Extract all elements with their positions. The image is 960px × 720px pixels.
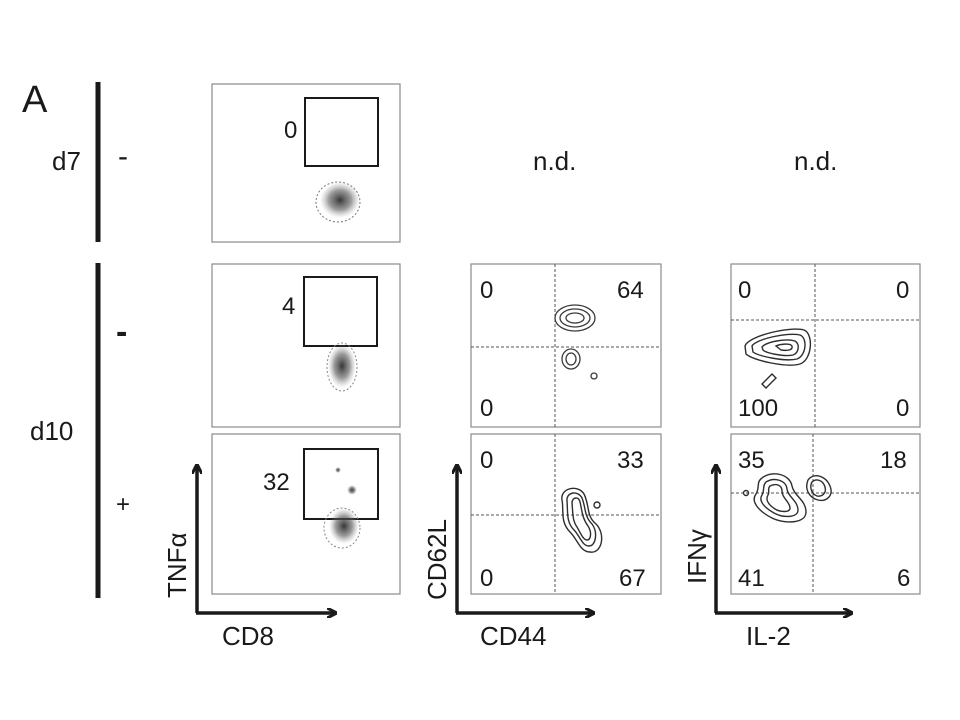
y-axis-label: CD62L xyxy=(422,519,452,600)
axes-cd62l-cd44: CD62L CD44 xyxy=(422,466,593,651)
contour-population xyxy=(744,328,811,389)
density-cloud xyxy=(329,508,359,544)
contour-population xyxy=(554,304,598,380)
plot-cd62l-cd44-d10-plus: 0 33 0 67 xyxy=(470,433,662,595)
quadrant-top-right: 18 xyxy=(880,447,907,474)
plot-frame xyxy=(470,263,662,428)
panel-label: A xyxy=(22,79,48,121)
x-axis-label: CD44 xyxy=(480,621,546,651)
quadrant-bottom-right: 6 xyxy=(897,565,910,592)
quadrant-bottom-left: 0 xyxy=(480,565,493,592)
quadrant-top-right: 0 xyxy=(896,277,909,304)
quadrant-top-left: 0 xyxy=(480,277,493,304)
quadrant-top-left: 35 xyxy=(738,447,765,474)
x-axis-label: CD8 xyxy=(222,621,274,651)
plot-tnfa-cd8-d10-minus: 4 xyxy=(211,263,401,428)
density-cloud xyxy=(335,467,341,473)
plot-ifng-il2-d10-minus: 0 0 100 0 xyxy=(730,263,921,428)
row-sign-d10-minus: - xyxy=(116,313,127,351)
quadrant-bottom-left: 100 xyxy=(738,395,778,422)
x-axis-label: IL-2 xyxy=(746,621,791,651)
gate-percentage: 4 xyxy=(282,293,295,320)
density-cloud xyxy=(320,182,360,218)
quadrant-bottom-left: 41 xyxy=(738,565,765,592)
quadrant-bottom-left: 0 xyxy=(480,395,493,422)
row-sign-d7: - xyxy=(118,140,128,173)
row-label-d7: d7 xyxy=(52,146,81,176)
plot-frame xyxy=(211,433,401,595)
quadrant-top-left: 0 xyxy=(738,277,751,304)
gate-percentage: 32 xyxy=(263,469,290,496)
density-cloud xyxy=(347,485,357,495)
quadrant-bottom-right: 67 xyxy=(619,565,646,592)
quadrant-top-right: 33 xyxy=(617,447,644,474)
not-done-label: n.d. xyxy=(533,146,576,176)
density-outline xyxy=(326,342,358,392)
quadrant-top-right: 64 xyxy=(617,277,644,304)
quadrant-top-left: 0 xyxy=(480,447,493,474)
y-axis-label: TNFα xyxy=(162,532,192,598)
y-axis-label: IFNγ xyxy=(682,529,712,584)
plot-frame xyxy=(730,433,921,595)
plot-frame xyxy=(470,433,662,595)
contour-population xyxy=(561,487,603,553)
not-done-label: n.d. xyxy=(794,146,837,176)
axes-ifng-il2: IFNγ IL-2 xyxy=(682,466,851,651)
density-outline xyxy=(323,507,361,549)
plot-cd62l-cd44-d10-minus: 0 64 0 xyxy=(470,263,662,428)
density-outline xyxy=(315,181,361,223)
row-sign-d10-plus: + xyxy=(116,491,130,518)
axes-tnfa-cd8: TNFα CD8 xyxy=(162,466,335,651)
gate-percentage: 0 xyxy=(284,117,297,144)
plot-tnfa-cd8-d10-plus: 32 xyxy=(211,433,401,595)
quadrant-bottom-right: 0 xyxy=(896,395,909,422)
plot-ifng-il2-d10-plus: 35 18 41 6 xyxy=(730,433,921,595)
row-label-d10: d10 xyxy=(30,416,73,446)
density-cloud xyxy=(328,344,356,388)
plot-tnfa-cd8-d7-minus: 0 xyxy=(211,83,401,243)
contour-population xyxy=(742,473,832,523)
gate-box xyxy=(304,97,379,167)
